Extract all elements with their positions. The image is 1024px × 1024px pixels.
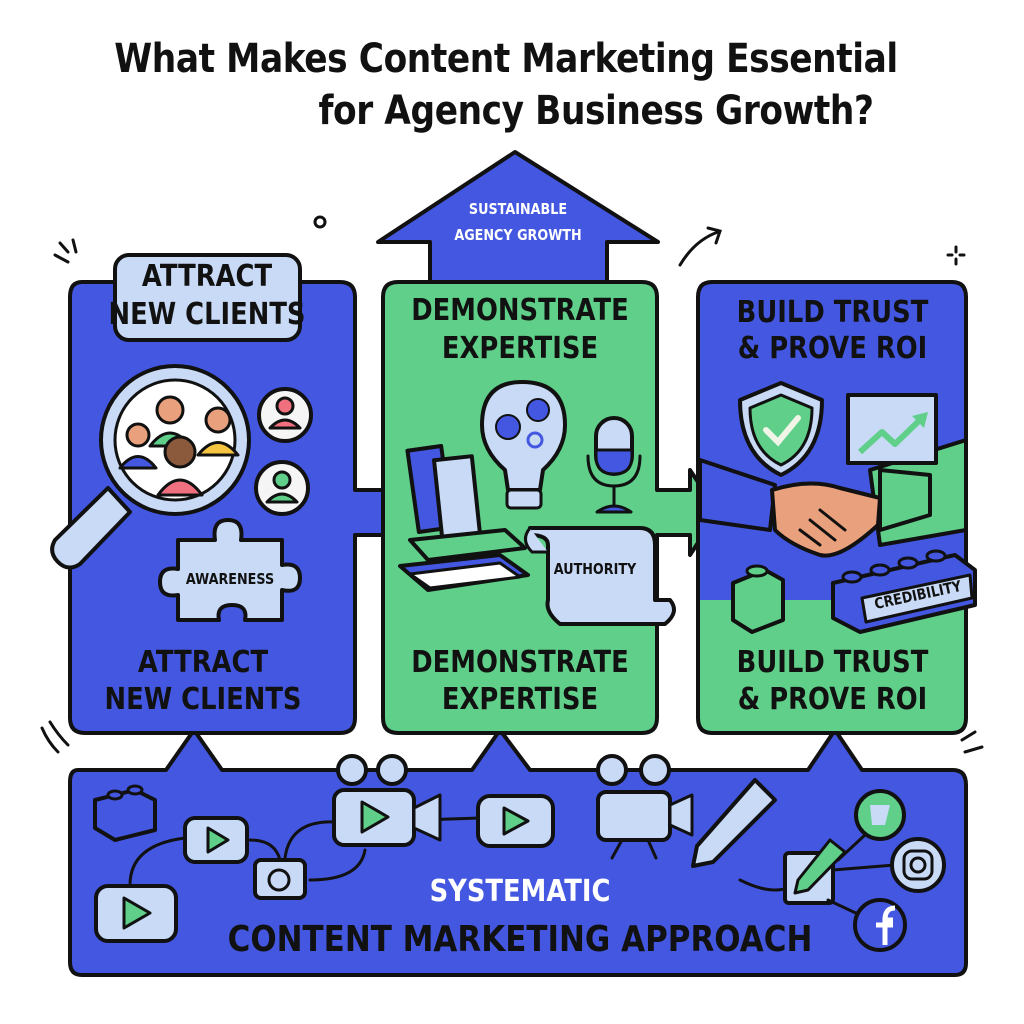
- panel-expertise-footer-line2: EXPERTISE: [441, 682, 599, 717]
- growth-chart-icon: [846, 393, 938, 465]
- panel-expertise-footer-line1: DEMONSTRATE: [411, 645, 629, 680]
- building-block-icon: [93, 784, 157, 842]
- panel-attract-footer-line2: NEW CLIENTS: [104, 682, 302, 717]
- up-arrow-icon: [376, 150, 660, 284]
- top-arrow-label-line2: AGENCY GROWTH: [454, 226, 582, 244]
- panel-attract-footer-line1: ATTRACT: [137, 645, 269, 680]
- globe-icon: [854, 789, 906, 841]
- panel-trust-footer-line1: BUILD TRUST: [736, 645, 929, 680]
- base-label-line2: CONTENT MARKETING APPROACH: [227, 919, 813, 960]
- base-icons: [93, 754, 946, 952]
- puzzle-piece-icon: [158, 518, 302, 622]
- building-block-icon: [731, 549, 977, 634]
- edit-icon: [783, 838, 847, 905]
- panel-trust-header-line2: & PROVE ROI: [737, 331, 928, 366]
- books-icon: [398, 444, 530, 592]
- lightbulb-gears-icon: [480, 380, 567, 510]
- top-arrow-label-line1: SUSTAINABLE: [468, 200, 568, 218]
- video-play-icon: [183, 816, 249, 864]
- video-play-icon: [476, 794, 555, 848]
- panel-attract-header-line2: NEW CLIENTS: [108, 297, 306, 332]
- facebook-icon: [853, 898, 907, 952]
- sparkle-marks-icon: [40, 215, 984, 754]
- base-label-line1: SYSTEMATIC: [429, 874, 611, 909]
- panel-expertise-header-line2: EXPERTISE: [441, 331, 599, 366]
- base-bar: [68, 728, 968, 977]
- scroll-icon: [524, 526, 676, 626]
- panel-trust-header-line1: BUILD TRUST: [736, 295, 929, 330]
- instagram-icon: [890, 837, 946, 893]
- awareness-tag: AWARENESS: [185, 570, 275, 588]
- handshake-icon: [698, 458, 932, 558]
- main-title-line1: What Makes Content Marketing Essential: [114, 36, 898, 82]
- panel-attract-header-line1: ATTRACT: [141, 259, 273, 294]
- magnifier-people-icon: [50, 364, 251, 570]
- panel-trust-footer-line2: & PROVE ROI: [737, 682, 928, 717]
- film-camera-icon: [596, 754, 694, 860]
- microphone-icon: [586, 416, 642, 514]
- user-avatar-icon: [254, 387, 313, 516]
- panel-expertise-header-line1: DEMONSTRATE: [411, 293, 629, 328]
- video-play-icon: [94, 884, 178, 943]
- video-camera-icon: [332, 754, 442, 847]
- shield-check-icon: [738, 381, 824, 477]
- authority-tag: AUTHORITY: [553, 560, 637, 578]
- main-title-line2: for Agency Business Growth?: [318, 88, 874, 134]
- camera-icon: [253, 858, 307, 900]
- pencil-icon: [691, 778, 777, 868]
